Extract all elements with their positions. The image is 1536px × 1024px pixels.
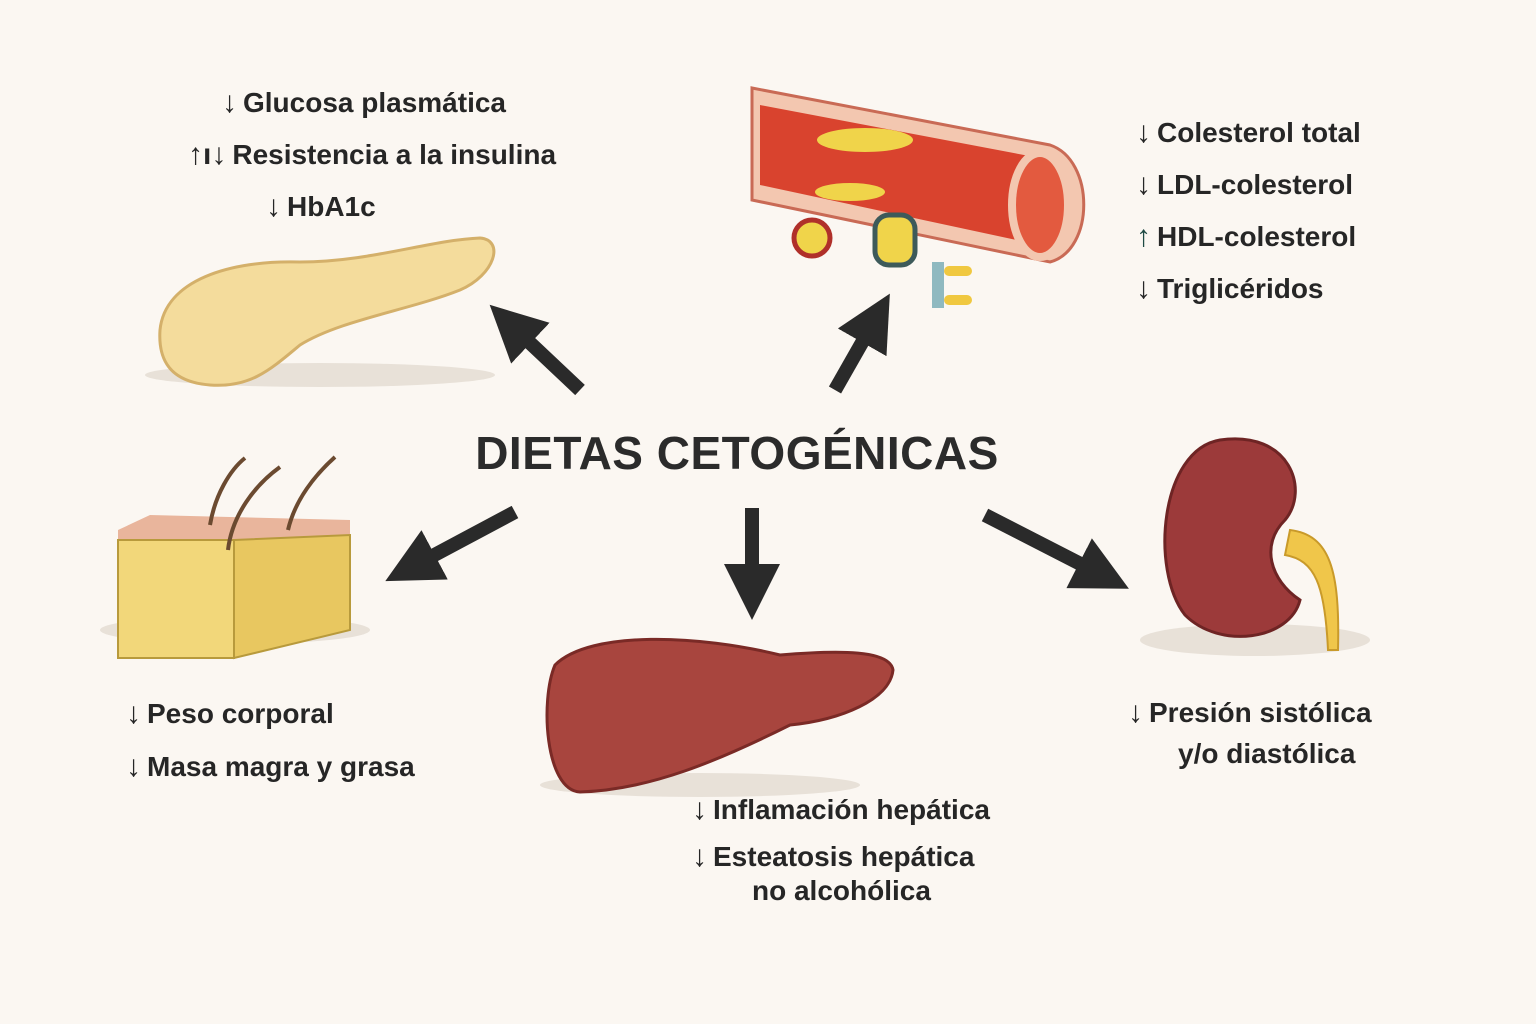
down-arrow-icon: ↓ [1136,168,1151,201]
down-arrow-icon: ↓ [1128,696,1143,729]
vessel-effect: ↓Colesterol total [1136,118,1361,148]
kidney-effect: ↓Presión sistólica [1128,698,1372,728]
down-arrow-icon: ↓ [1136,272,1151,305]
effect-text: HDL-colesterol [1157,221,1357,252]
liver-effect-continuation: no alcohólica [752,875,931,906]
arrow-to-vessel [828,293,890,394]
pancreas-illustration [145,236,496,387]
effect-text: Resistencia a la insulina [232,139,557,170]
liver-effect: ↓Esteatosis hepática [692,842,974,872]
effect-text: HbA1c [287,191,376,222]
effect-text: Colesterol total [1157,117,1361,148]
diagram-title: DIETAS CETOGÉNICAS [475,427,999,479]
pancreas-effect: ↓Glucosa plasmática [222,88,506,118]
blood-vessel-illustration [750,86,1086,308]
down-arrow-icon: ↓ [126,750,141,783]
effect-text: LDL-colesterol [1157,169,1354,200]
liver-illustration [540,637,895,797]
effect-text: Masa magra y grasa [147,751,415,782]
up-down-arrow-icon: ↑ı↓ [188,138,227,171]
adipose-effect: ↓Masa magra y grasa [126,752,415,782]
adipose-effect: ↓Peso corporal [126,699,334,729]
effect-text: Inflamación hepática [713,794,990,825]
vessel-effect: ↑HDL-colesterol [1136,222,1356,252]
arrow-to-kidney [981,508,1129,589]
effect-text: Peso corporal [147,698,334,729]
up-arrow-icon: ↑ [1136,220,1151,253]
down-arrow-icon: ↓ [222,86,237,119]
arrow-to-adipose [385,505,519,582]
vessel-effect: ↓LDL-colesterol [1136,170,1353,200]
pancreas-effect: ↑ı↓Resistencia a la insulina [188,140,556,170]
adipose-tissue-illustration [100,455,370,660]
effect-text: Esteatosis hepática [713,841,975,872]
kidney-illustration [1140,437,1370,656]
down-arrow-icon: ↓ [692,793,707,826]
effect-text: Presión sistólica [1149,697,1372,728]
down-arrow-icon: ↓ [692,840,707,873]
effect-text: Glucosa plasmática [243,87,507,118]
down-arrow-icon: ↓ [126,697,141,730]
down-arrow-icon: ↓ [266,190,281,223]
pancreas-effect: ↓HbA1c [266,192,376,222]
down-arrow-icon: ↓ [1136,116,1151,149]
arrow-to-pancreas [489,304,585,396]
kidney-effect-continuation: y/o diastólica [1178,738,1356,769]
effect-text: Triglicéridos [1157,273,1324,304]
vessel-effect: ↓Triglicéridos [1136,274,1324,304]
liver-effect: ↓Inflamación hepática [692,795,990,825]
